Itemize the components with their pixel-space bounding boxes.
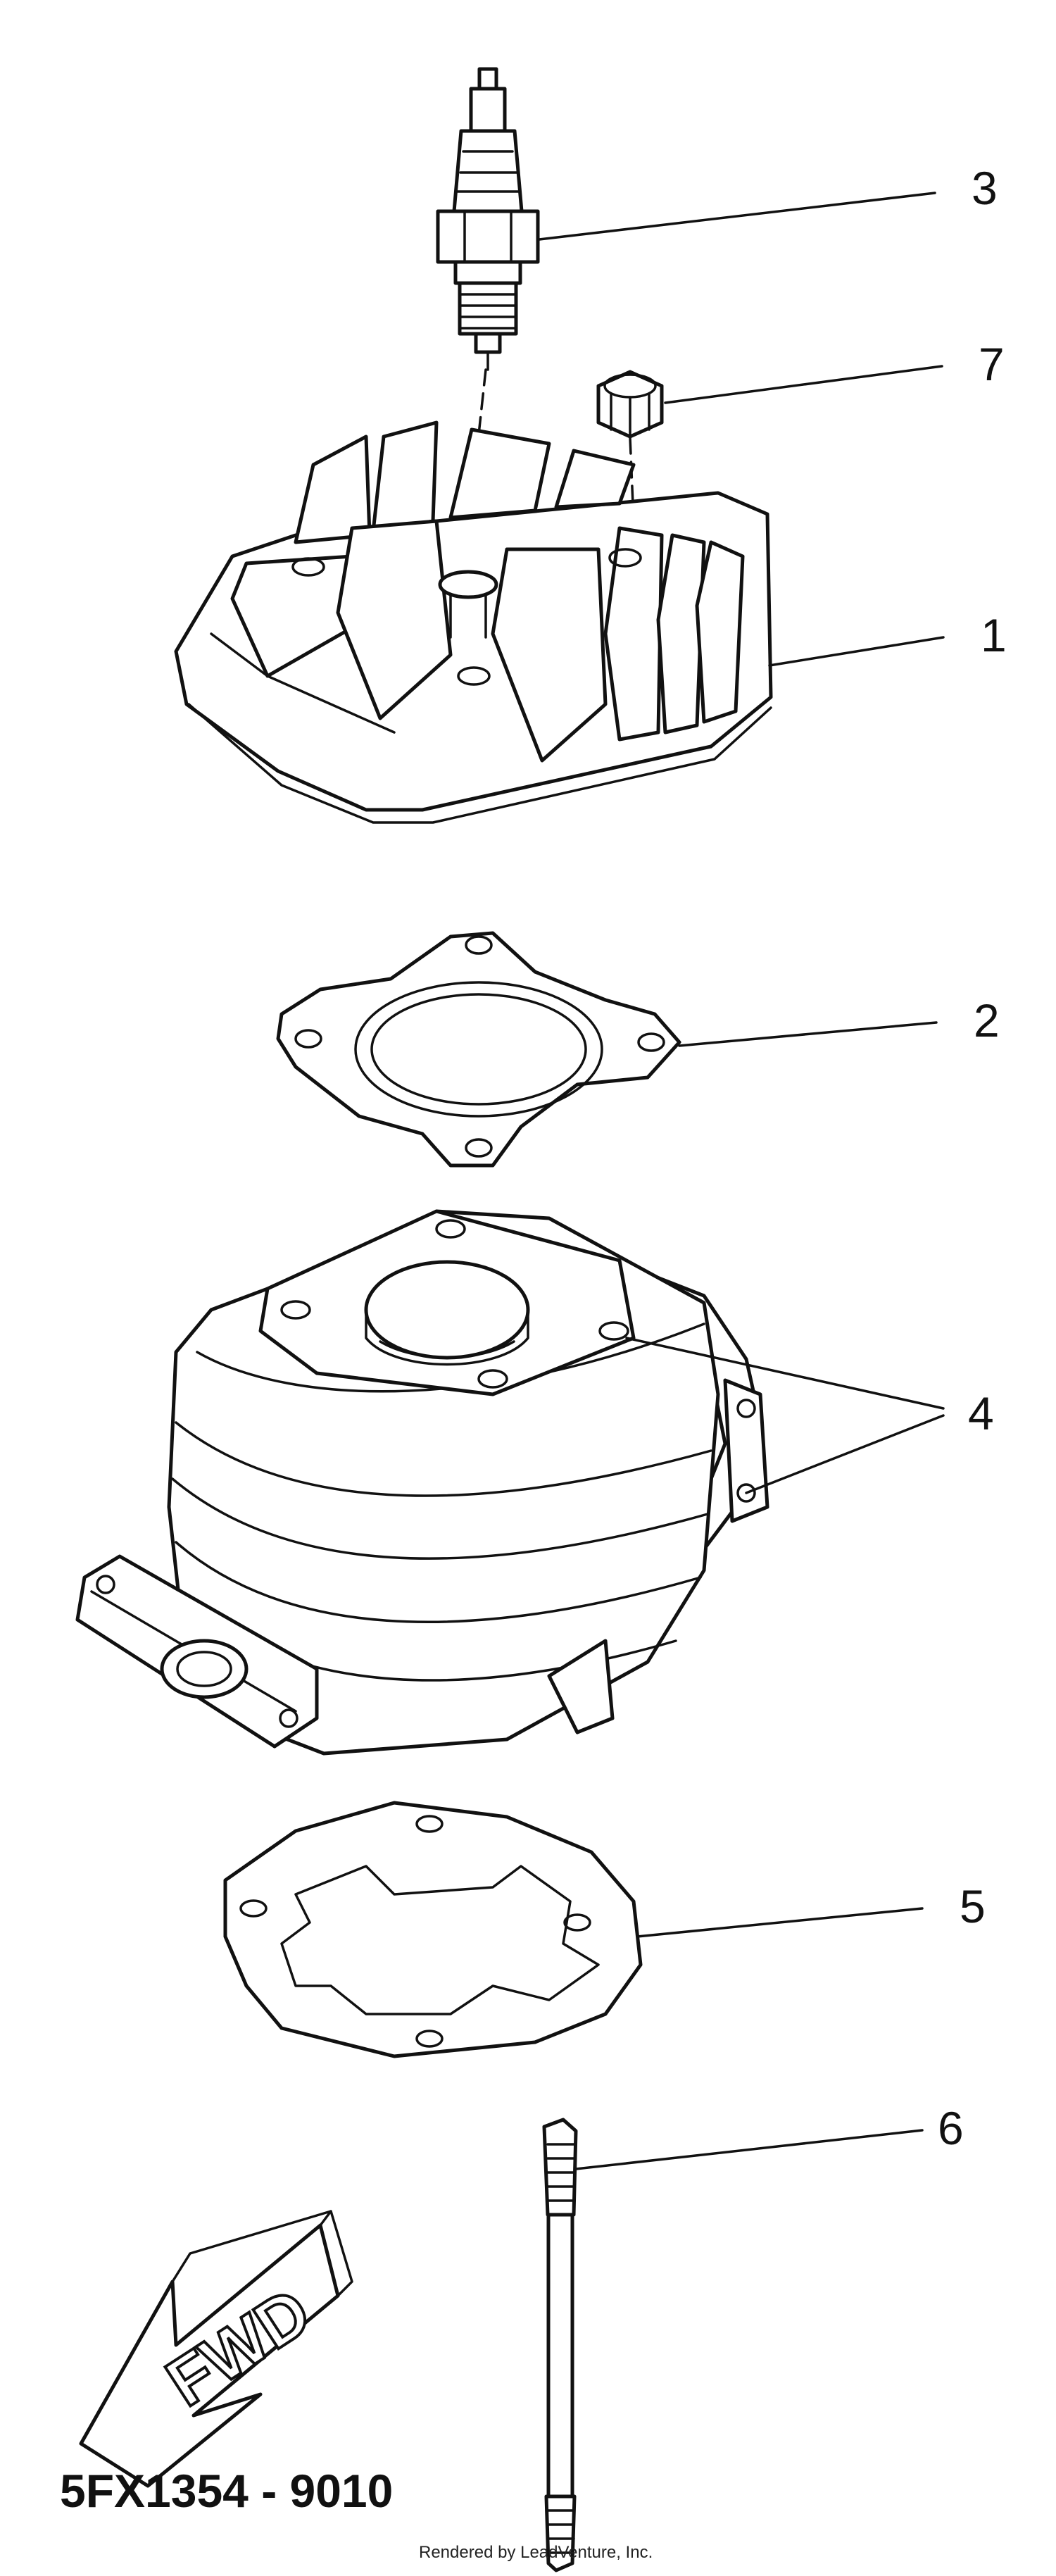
- leader-5: [636, 1907, 924, 1938]
- cylinder-head[interactable]: [174, 420, 773, 824]
- cylinder-head-nut[interactable]: [596, 370, 664, 439]
- callout-6: 6: [938, 2102, 964, 2154]
- callout-5: 5: [960, 1880, 986, 1932]
- callout-7: 7: [979, 338, 1005, 390]
- callout-3: 3: [972, 162, 998, 214]
- base-gasket[interactable]: [223, 1801, 643, 2058]
- head-gasket[interactable]: [276, 931, 681, 1168]
- callout-1: 1: [981, 609, 1007, 661]
- leader-3: [538, 192, 936, 241]
- leader-6: [574, 2129, 924, 2170]
- callout-4: 4: [968, 1387, 994, 1439]
- cylinder[interactable]: [75, 1209, 769, 1756]
- spark-plug[interactable]: [436, 67, 540, 371]
- callout-2: 2: [974, 994, 1000, 1046]
- render-credit: Rendered by LeadVenture, Inc.: [419, 2543, 653, 2562]
- leader-7: [664, 365, 943, 404]
- leader-1: [768, 636, 945, 667]
- diagram-code: 5FX1354 - 9010: [60, 2465, 393, 2517]
- leader-4a: [625, 1337, 945, 1410]
- leader-2: [678, 1021, 938, 1047]
- stud-bolt[interactable]: [542, 2118, 578, 2572]
- leader-4b: [745, 1414, 945, 1494]
- forward-arrow-icon: FWD: [79, 2210, 353, 2488]
